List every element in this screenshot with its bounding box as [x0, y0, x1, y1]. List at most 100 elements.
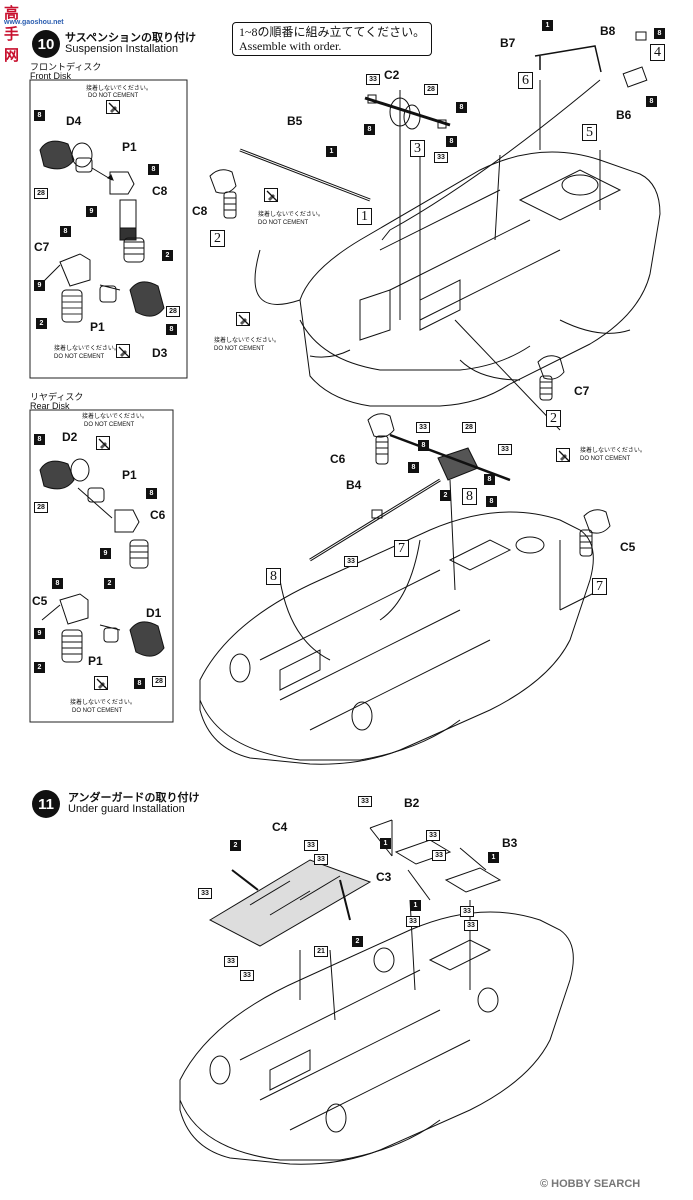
badge-2: 2	[352, 936, 363, 947]
badge-1: 1	[380, 838, 391, 849]
step-11-title-en: Under guard Installation	[68, 803, 185, 815]
badge-8: 8	[646, 96, 657, 107]
badge-9: 9	[34, 628, 45, 639]
part-label-b2: B2	[404, 796, 420, 810]
badge-33: 33	[366, 74, 380, 85]
badge-1: 1	[410, 900, 421, 911]
logo-subtext: www.gaoshou.net	[4, 19, 64, 26]
note-line-en: Assemble with order.	[239, 39, 342, 53]
seq-8: 8	[462, 488, 477, 505]
part-label-b7: B7	[500, 36, 516, 50]
seq-2: 2	[546, 410, 561, 427]
badge-33: 33	[498, 444, 512, 455]
assembly-order-note: 1~8の順番に組み立ててください。 Assemble with order.	[232, 22, 433, 56]
badge-8: 8	[148, 164, 159, 175]
no-cement-jp: 接着しないでください。	[70, 700, 136, 706]
badge-8: 8	[166, 324, 177, 335]
seq-3: 3	[410, 140, 425, 157]
no-cement-jp: 接着しないでください。	[214, 338, 280, 344]
badge-8: 8	[418, 440, 429, 451]
badge-1: 1	[542, 20, 553, 31]
part-label-c6: C6	[330, 452, 346, 466]
no-cement-en: DO NOT CEMENT	[214, 346, 265, 352]
part-label-d4: D4	[66, 114, 82, 128]
badge-21: 21	[314, 946, 328, 957]
badge-33: 33	[464, 920, 478, 931]
badge-9: 9	[100, 548, 111, 559]
badge-8: 8	[456, 102, 467, 113]
badge-33: 33	[416, 422, 430, 433]
badge-33: 33	[434, 152, 448, 163]
front-disk-d4	[39, 140, 93, 170]
badge-8: 8	[486, 496, 497, 507]
part-label-b6: B6	[616, 108, 632, 122]
badge-8: 8	[446, 136, 457, 147]
part-label-p1-front: P1	[122, 140, 137, 154]
badge-9: 9	[86, 206, 97, 217]
rear-disk-title-jp: リヤディスク	[30, 392, 84, 402]
seq-4: 4	[650, 44, 665, 61]
part-label-d3: D3	[152, 346, 168, 360]
part-label-b3: B3	[502, 836, 518, 850]
badge-33: 33	[314, 854, 328, 865]
part-label-p1-rear-2: P1	[88, 654, 103, 668]
part-label-d1: D1	[146, 606, 162, 620]
part-label-c6-panel: C6	[150, 508, 166, 522]
logo-text: 高手网	[4, 5, 20, 64]
no-cement-en: DO NOT CEMENT	[580, 456, 631, 462]
seq-2: 2	[210, 230, 225, 247]
seq-1: 1	[357, 208, 372, 225]
badge-8: 8	[34, 434, 45, 445]
badge-33: 33	[240, 970, 254, 981]
no-cement-jp: 接着しないでください。	[258, 212, 324, 218]
watermark-brand: HOBBY SEARCH	[551, 1178, 641, 1190]
step-11-title-jp: アンダーガードの取り付け	[68, 792, 200, 804]
step-10-title-en: Suspension Installation	[65, 43, 179, 55]
badge-33: 33	[460, 906, 474, 917]
part-label-c2: C2	[384, 68, 400, 82]
badge-28: 28	[424, 84, 438, 95]
chassis-top	[299, 151, 661, 407]
badge-33: 33	[304, 840, 318, 851]
badge-33: 33	[198, 888, 212, 899]
step-10-title-jp: サスペンションの取り付け	[65, 32, 197, 44]
no-cement-icon	[236, 312, 250, 326]
badge-33: 33	[224, 956, 238, 967]
badge-1: 1	[326, 146, 337, 157]
part-label-d2: D2	[62, 430, 78, 444]
part-label-b5: B5	[287, 114, 303, 128]
note-line-jp: 1~8の順番に組み立ててください。	[239, 25, 426, 39]
badge-33: 33	[344, 556, 358, 567]
seq-6: 6	[518, 72, 533, 89]
no-cement-jp: 接着しないでください。	[82, 414, 148, 420]
no-cement-en: DO NOT CEMENT	[54, 354, 105, 360]
part-label-c8: C8	[192, 204, 208, 218]
no-cement-icon	[96, 436, 110, 450]
part-label-c4: C4	[272, 820, 288, 834]
rear-disk-title-en: Rear Disk	[30, 401, 70, 411]
no-cement-icon	[116, 344, 130, 358]
badge-2: 2	[34, 662, 45, 673]
part-label-c5-panel: C5	[32, 594, 48, 608]
badge-8: 8	[52, 578, 63, 589]
no-cement-jp: 接着しないでください。	[86, 86, 152, 92]
no-cement-icon	[94, 676, 108, 690]
seq-7: 7	[592, 578, 607, 595]
badge-33: 33	[406, 916, 420, 927]
badge-8: 8	[484, 474, 495, 485]
no-cement-icon	[106, 100, 120, 114]
seq-5: 5	[582, 124, 597, 141]
badge-33: 33	[432, 850, 446, 861]
badge-9: 9	[34, 280, 45, 291]
part-label-c7: C7	[574, 384, 590, 398]
badge-8: 8	[146, 488, 157, 499]
no-cement-en: DO NOT CEMENT	[84, 422, 135, 428]
badge-8: 8	[654, 28, 665, 39]
part-label-c3: C3	[376, 870, 392, 884]
front-disk-title-jp: フロントディスク	[30, 62, 102, 72]
badge-28: 28	[34, 502, 48, 513]
badge-33: 33	[426, 830, 440, 841]
badge-8: 8	[364, 124, 375, 135]
part-label-c7-panel: C7	[34, 240, 50, 254]
